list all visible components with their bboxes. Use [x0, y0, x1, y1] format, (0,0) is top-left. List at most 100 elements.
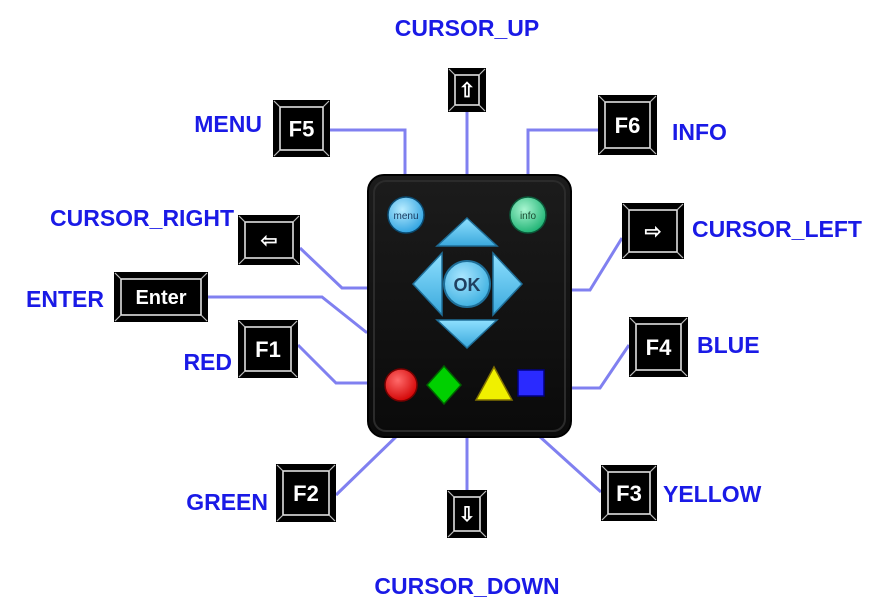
keycap-label: F2	[293, 481, 319, 506]
remote-down-arrow[interactable]	[435, 319, 499, 350]
keycap-bevel	[479, 490, 487, 498]
key-down-arrow-icon: ⇩	[447, 490, 487, 538]
keycap-bevel	[238, 215, 246, 223]
label-cursor-right: CURSOR_RIGHT	[50, 205, 234, 231]
label-menu: MENU	[194, 111, 262, 137]
keycap-bevel	[276, 464, 284, 472]
label-cursor-left: CURSOR_LEFT	[692, 216, 862, 242]
keycap-bevel	[649, 147, 657, 155]
label-red: RED	[183, 349, 232, 375]
label-info: INFO	[672, 119, 727, 145]
label-cursor-down: CURSOR_DOWN	[374, 573, 559, 599]
keycap-face	[279, 106, 324, 151]
keycap-bevel	[649, 465, 657, 473]
keycap-bevel	[629, 317, 637, 325]
keycap-bevel	[598, 95, 606, 103]
keycap-bevel	[676, 203, 684, 211]
keycap-bevel	[114, 314, 122, 322]
keycap-label: ⇨	[645, 221, 662, 243]
label-cursor-up: CURSOR_UP	[395, 15, 539, 41]
keycap-face	[604, 101, 651, 149]
keycap-label: ⇩	[459, 504, 476, 526]
key-left-arrow-icon: ⇦	[238, 215, 300, 265]
label-green: GREEN	[186, 489, 268, 515]
key-labels: CURSOR_UP MENU INFO CURSOR_RIGHT CURSOR_…	[26, 15, 862, 599]
remote-info-label: info	[520, 211, 537, 222]
key-f5: F5	[273, 100, 330, 157]
keycap-bevel	[238, 257, 246, 265]
keycap-label: F4	[646, 335, 672, 360]
keycap-bevel	[447, 490, 455, 498]
keycap-bevel	[680, 369, 688, 377]
keycap-bevel	[276, 514, 284, 522]
label-yellow: YELLOW	[663, 481, 762, 507]
keycap-bevel	[292, 257, 300, 265]
keycap-bevel	[601, 513, 609, 521]
keycap-bevel	[622, 203, 630, 211]
key-f3: F3	[601, 465, 657, 521]
remote-right-arrow[interactable]	[492, 251, 524, 317]
key-f1: F1	[238, 320, 298, 378]
label-enter: ENTER	[26, 286, 104, 312]
key-enter: Enter	[114, 272, 208, 322]
keycap-label: F3	[616, 481, 642, 506]
keycap-bevel	[676, 251, 684, 259]
keycap-bevel	[328, 514, 336, 522]
keycap-label: F6	[615, 113, 641, 138]
keycap-bevel	[328, 464, 336, 472]
keycap-face	[453, 496, 481, 532]
remote-up-arrow[interactable]	[435, 216, 499, 247]
remote-info-button[interactable]: info	[509, 196, 547, 234]
keycap-bevel	[200, 314, 208, 322]
keycap-bevel	[478, 104, 486, 112]
keycap-bevel	[290, 370, 298, 378]
keycap-bevel	[273, 149, 281, 157]
remote-yellow-button[interactable]	[474, 365, 514, 401]
key-f4: F4	[629, 317, 688, 377]
keycap-face	[120, 278, 202, 316]
keycap-bevel	[238, 320, 246, 328]
remote-green-button[interactable]	[425, 364, 463, 406]
keycap-bevel	[680, 317, 688, 325]
remote-body-rim	[373, 180, 566, 432]
keycap-face	[244, 221, 294, 259]
keycap-bevel	[649, 95, 657, 103]
keycap-bevel	[601, 465, 609, 473]
keycap-bevel	[448, 104, 456, 112]
remote-ok-button[interactable]: OK	[443, 260, 491, 308]
label-blue: BLUE	[697, 332, 760, 358]
keycap-bevel	[290, 320, 298, 328]
remote-control: menu info OK	[367, 174, 572, 438]
remote-red-button[interactable]	[384, 368, 418, 402]
keycap-label: F5	[289, 116, 315, 141]
keycap-face	[635, 323, 682, 371]
keycap-bevel	[238, 370, 246, 378]
keycap-label: ⇧	[459, 80, 476, 102]
keycap-bevel	[448, 68, 456, 76]
keycap-bevel	[649, 513, 657, 521]
keycap-bevel	[622, 251, 630, 259]
keycap-bevel	[200, 272, 208, 280]
key-f2: F2	[276, 464, 336, 522]
remote-menu-label: menu	[393, 211, 418, 222]
remote-blue-button[interactable]	[517, 369, 545, 397]
key-right-arrow-icon: ⇨	[622, 203, 684, 259]
keycap-bevel	[292, 215, 300, 223]
keycap-bevel	[478, 68, 486, 76]
keycap-bevel	[322, 149, 330, 157]
keycap-bevel	[479, 530, 487, 538]
keycap-face	[282, 470, 330, 516]
keycap-label: Enter	[135, 287, 186, 309]
keycap-bevel	[322, 100, 330, 108]
keycap-bevel	[114, 272, 122, 280]
key-f6: F6	[598, 95, 657, 155]
remote-left-arrow[interactable]	[411, 251, 443, 317]
key-up-arrow-icon: ⇧	[448, 68, 486, 112]
keycap-bevel	[598, 147, 606, 155]
keycap-face	[628, 209, 678, 253]
remote-menu-button[interactable]: menu	[387, 196, 425, 234]
keycap-label: F1	[255, 337, 281, 362]
keycap-bevel	[273, 100, 281, 108]
